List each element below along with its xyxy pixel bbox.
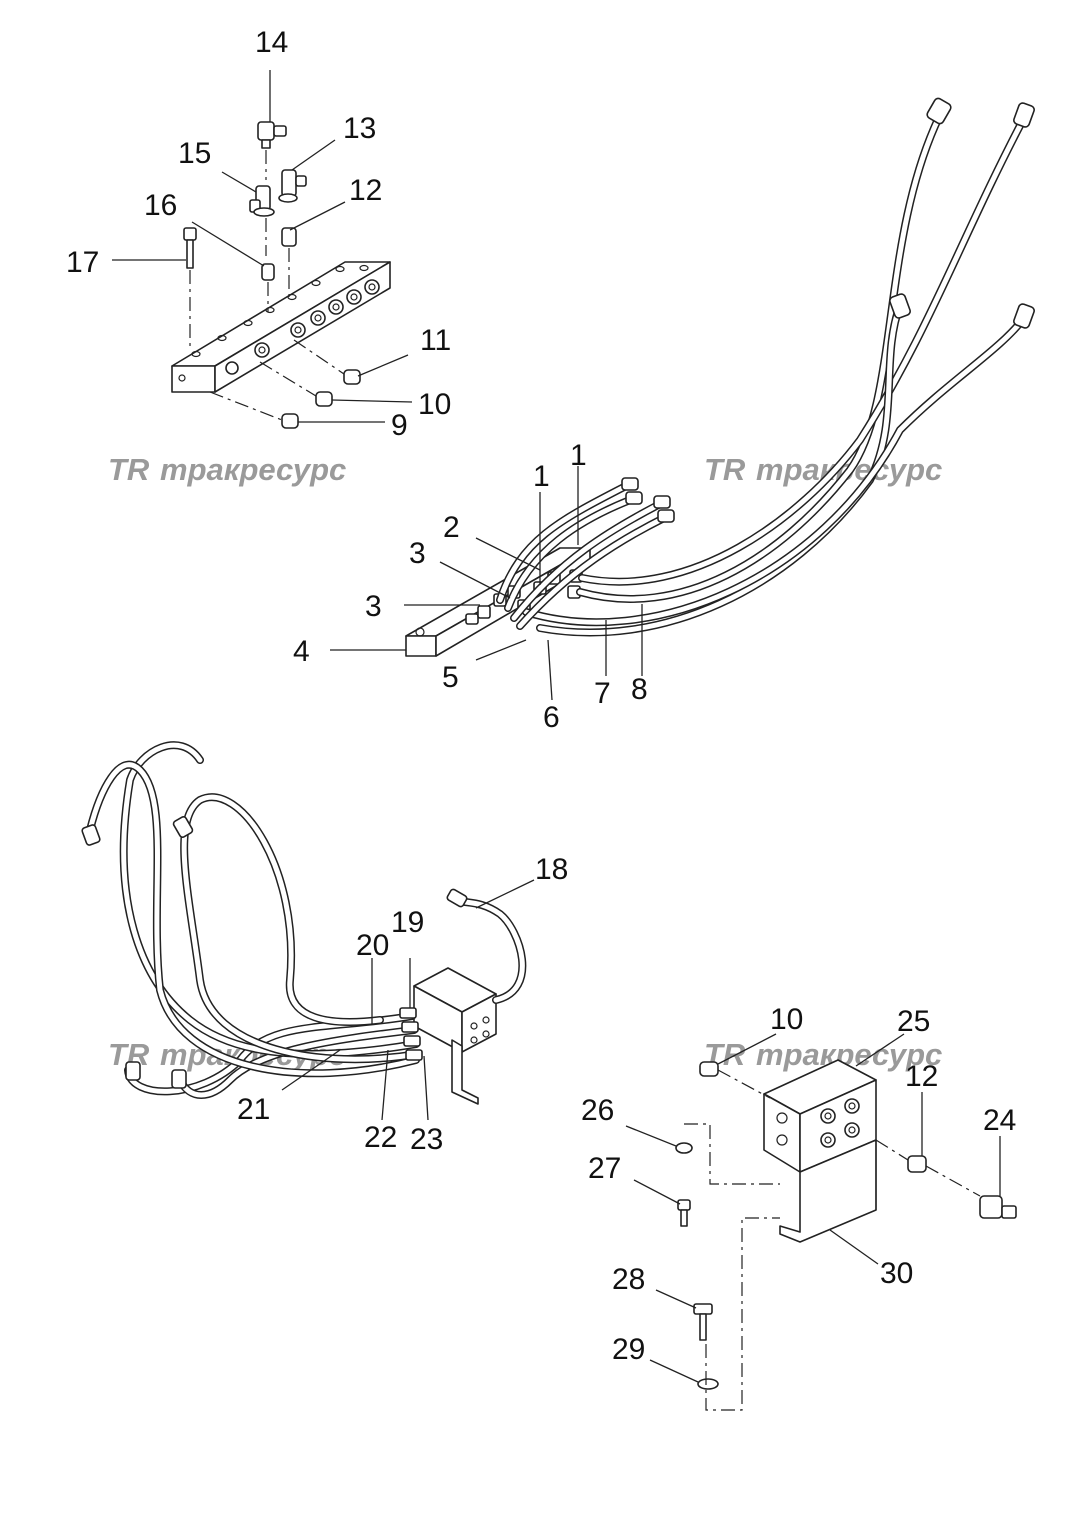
callout-6: 6 xyxy=(543,701,560,734)
callout-11: 11 xyxy=(420,324,451,357)
watermark-logo: TR xyxy=(704,452,746,487)
leaders-assembly-1 xyxy=(112,70,413,423)
hose-end-fittings-upper xyxy=(889,97,1035,329)
watermark-logo: TR xyxy=(108,452,150,487)
callout-18: 18 xyxy=(535,853,568,886)
callout-4: 4 xyxy=(293,635,310,668)
fitting-13-tee xyxy=(278,169,307,203)
callout-10: 10 xyxy=(770,1003,803,1036)
callout-22: 22 xyxy=(364,1121,397,1154)
exploded-valve-block xyxy=(763,1059,877,1243)
callout-8: 8 xyxy=(631,673,648,706)
callout-21: 21 xyxy=(237,1093,270,1126)
callout-14: 14 xyxy=(255,26,288,59)
callout-2: 2 xyxy=(443,511,460,544)
callout-9: 9 xyxy=(391,409,408,442)
short-hoses-1 xyxy=(496,477,675,630)
callout-10: 10 xyxy=(418,388,451,421)
callout-24: 24 xyxy=(983,1104,1016,1137)
plug-9 xyxy=(209,391,299,429)
looped-hoses xyxy=(86,741,527,1099)
fitting-12-adapter xyxy=(281,227,297,300)
leaders-assembly-4 xyxy=(625,1033,1001,1383)
watermark-top-left: TR тракресурс xyxy=(108,452,346,487)
valve-block-side xyxy=(461,993,497,1053)
leaders-assembly-3 xyxy=(281,879,535,1121)
valve-block-bracket xyxy=(451,1039,479,1105)
callout-23: 23 xyxy=(410,1123,443,1156)
callout-3: 3 xyxy=(409,537,426,570)
callout-25: 25 xyxy=(897,1005,930,1038)
callout-12: 12 xyxy=(905,1060,938,1093)
manifold-bar-front-face xyxy=(171,365,216,393)
manifold-end-hole xyxy=(178,374,186,382)
manifold-bar-assembly xyxy=(171,261,391,393)
valve-bank-front xyxy=(405,635,437,657)
fitting-15-tee xyxy=(249,185,275,256)
callout-1: 1 xyxy=(570,439,587,472)
bolt-17 xyxy=(183,227,197,350)
exploded-fittings xyxy=(675,1061,1017,1411)
manifold-top-holes xyxy=(191,264,369,358)
long-hoses-upper xyxy=(522,111,1028,637)
callout-7: 7 xyxy=(594,677,611,710)
callout-1: 1 xyxy=(533,460,550,493)
valve-block-assembly xyxy=(413,967,497,1105)
callout-29: 29 xyxy=(612,1333,645,1366)
callout-19: 19 xyxy=(391,906,424,939)
plug-11 xyxy=(293,339,361,385)
callout-28: 28 xyxy=(612,1263,645,1296)
fitting-16-adapter xyxy=(261,263,275,312)
manifold-side-ports xyxy=(225,279,380,375)
watermark-text: тракресурс xyxy=(160,452,346,487)
callout-13: 13 xyxy=(343,112,376,145)
leaders-assembly-2 xyxy=(330,466,643,701)
looped-hose-fittings xyxy=(81,816,468,1089)
callout-15: 15 xyxy=(178,137,211,170)
fitting-14-elbow xyxy=(257,121,287,180)
callout-27: 27 xyxy=(588,1152,621,1185)
callout-12: 12 xyxy=(349,174,382,207)
callout-17: 17 xyxy=(66,246,99,279)
callout-5: 5 xyxy=(442,661,459,694)
plug-10 xyxy=(259,361,333,407)
callout-16: 16 xyxy=(144,189,177,222)
callout-20: 20 xyxy=(356,929,389,962)
callout-labels: 14 13 15 12 16 17 11 10 9 1 1 2 3 3 4 5 … xyxy=(66,26,1016,1366)
callout-3: 3 xyxy=(365,590,382,623)
callout-26: 26 xyxy=(581,1094,614,1127)
block-25-ports xyxy=(820,1098,860,1148)
callout-30: 30 xyxy=(880,1257,913,1290)
